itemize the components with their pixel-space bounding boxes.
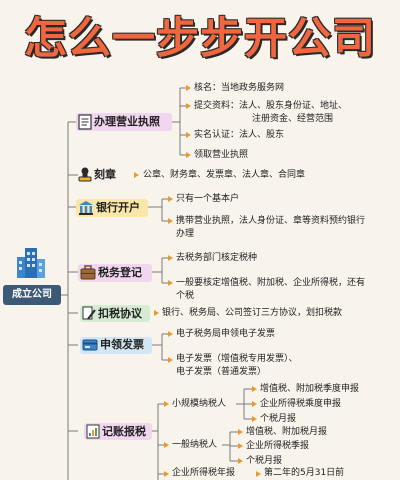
list-item: 电子税务局申领电子发票 — [176, 329, 276, 339]
connector-arrow — [134, 172, 139, 178]
pen-icon — [82, 306, 96, 320]
connector-arrow — [256, 471, 261, 477]
ledger-icon — [86, 424, 100, 439]
list-item: 携带营业执照，法人身份证、章等资料预约银行 — [176, 216, 366, 226]
list-item: 提交资料：法人、股东身份证、地址、 — [194, 101, 348, 111]
list-item: 企业所得税乘度申报 — [260, 399, 342, 409]
connector-arrow — [168, 280, 173, 286]
connector-arrow — [186, 85, 191, 91]
list-item: 个税 — [176, 291, 195, 301]
connector-arrow — [252, 401, 257, 407]
category-tax-registration: 税务登记 — [98, 266, 142, 279]
building-icon — [17, 248, 45, 278]
connector-arrow — [168, 357, 173, 363]
list-item: 个税月报 — [260, 414, 297, 424]
group-annual-report: 企业所得税年报 — [172, 468, 236, 478]
connector-arrow — [168, 255, 173, 261]
connector-arrow — [164, 471, 169, 477]
list-item: 办理 — [176, 229, 195, 239]
category-highlight — [80, 337, 152, 354]
connector-arrow — [238, 458, 243, 464]
root-node: 成立公司 — [3, 285, 61, 305]
list-item: 个税月报 — [246, 456, 283, 466]
list-item: 电子发票（增值税专用发票）、 — [176, 354, 298, 364]
category-bank-account: 银行开户 — [96, 201, 140, 214]
connector-arrow — [164, 401, 169, 407]
list-item: 企业所得税季报 — [246, 441, 310, 451]
briefcase-icon — [80, 265, 96, 280]
category-business-license: 办理营业执照 — [94, 115, 160, 128]
bank-icon — [79, 201, 93, 215]
stamp-icon — [78, 167, 92, 182]
page-title: 怎么一步步开公司 — [24, 14, 376, 64]
list-item: 电子发票（普通发票） — [176, 367, 267, 377]
list-item: 增值税、附加税季度申报 — [260, 384, 360, 394]
list-item: 增值税、附加税月报 — [246, 427, 328, 437]
card-icon — [82, 339, 98, 351]
list-item: 一般要核定增值税、附加税、企业所得税，还有 — [176, 278, 366, 288]
category-highlight — [76, 199, 148, 217]
connector-arrow — [238, 443, 243, 449]
category-highlight — [76, 113, 172, 131]
list-item: 实名认证：法人、股东 — [194, 130, 285, 140]
connector-arrow — [168, 331, 173, 337]
group-general-taxpayer: 一般纳税人 — [172, 440, 218, 450]
connector-arrow — [168, 218, 173, 224]
category-highlight — [80, 305, 150, 322]
connector-arrow — [164, 442, 169, 448]
connector-arrow — [252, 386, 257, 392]
category-seal: 刻章 — [94, 168, 116, 181]
connector-arrow — [168, 196, 173, 202]
list-item: 领取营业执照 — [194, 150, 249, 160]
group-small-taxpayer: 小规模纳税人 — [172, 399, 227, 409]
category-invoice: 申领发票 — [100, 338, 144, 351]
list-item: 只有一个基本户 — [176, 194, 240, 204]
document-icon — [78, 114, 92, 130]
connector-arrow — [252, 416, 257, 422]
list-item: 第二年的5月31日前 — [264, 468, 345, 478]
list-item: 公章、财务章、发票章、法人章、合同章 — [143, 170, 306, 180]
list-item: 核名：当地政务服务网 — [194, 83, 285, 93]
category-bookkeeping: 记账报税 — [102, 425, 146, 438]
list-item: 银行、税务局、公司签订三方协议，划扣税款 — [162, 308, 343, 318]
connector-arrow — [238, 429, 243, 435]
list-item: 去税务部门核定税种 — [176, 253, 258, 263]
category-tax-agreement: 扣税协议 — [98, 307, 142, 320]
connector-arrow — [186, 132, 191, 138]
category-highlight — [78, 264, 152, 282]
category-highlight — [84, 423, 152, 440]
list-item: 注册资金、经营范围 — [252, 114, 334, 124]
connector-arrow — [186, 152, 191, 158]
connector-arrow — [154, 310, 159, 316]
connector-arrow — [186, 103, 191, 109]
